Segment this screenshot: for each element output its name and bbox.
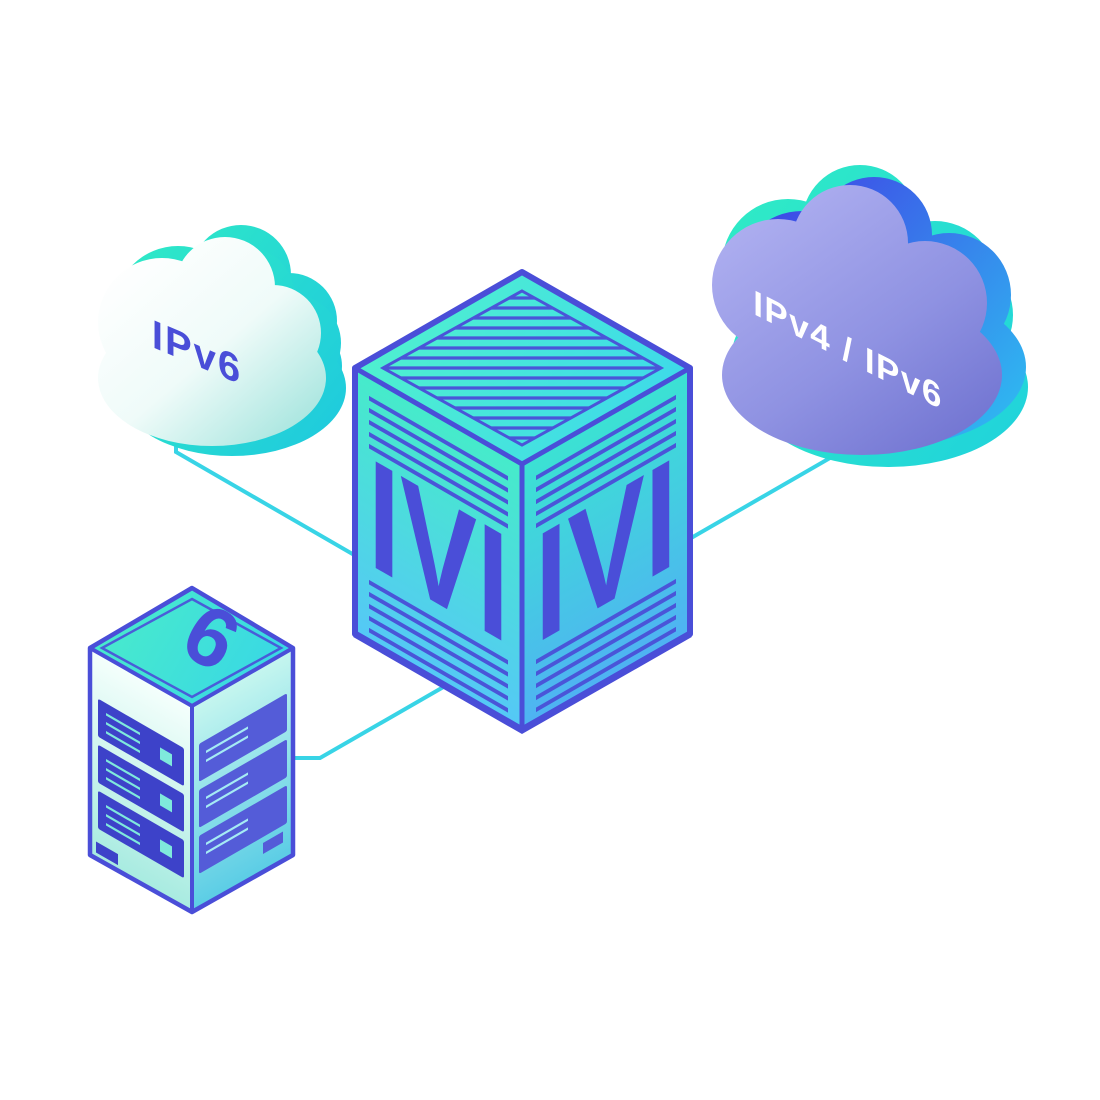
- cube-inner-edges: [353, 365, 692, 730]
- cube-top-inner-border: [379, 289, 665, 447]
- rack-vent-left: [96, 841, 118, 866]
- cube-right-stripes-top: [536, 394, 676, 529]
- ipv4-ipv6-cloud-icon: IPv4 / IPv6: [712, 165, 1028, 467]
- rack-edges: [89, 646, 294, 912]
- cube-right-stripes-bottom: [536, 578, 676, 713]
- cube-outline: [352, 269, 693, 733]
- server-rack-icon: 6: [87, 585, 296, 915]
- rack-top-inner-border: [99, 597, 284, 699]
- ipv6-cloud-icon: IPv6: [98, 225, 346, 456]
- rack-vent-right: [263, 831, 283, 855]
- rack-outline: [87, 585, 296, 915]
- ivi-translator-cube-icon: IVI IVI: [352, 269, 693, 735]
- rack-right-drawers: [199, 693, 287, 874]
- cube-left-stripes-bottom: [369, 579, 508, 713]
- rack-left-drawers: [98, 699, 184, 878]
- rack-left-face: [90, 648, 192, 914]
- rack-right-face: [192, 647, 293, 912]
- connector-rack-to-cube-line: [284, 672, 467, 760]
- cube-left-face: IVI: [355, 368, 522, 731]
- cube-left-stripes-top: [369, 395, 508, 529]
- cube-right-face: IVI: [522, 367, 690, 730]
